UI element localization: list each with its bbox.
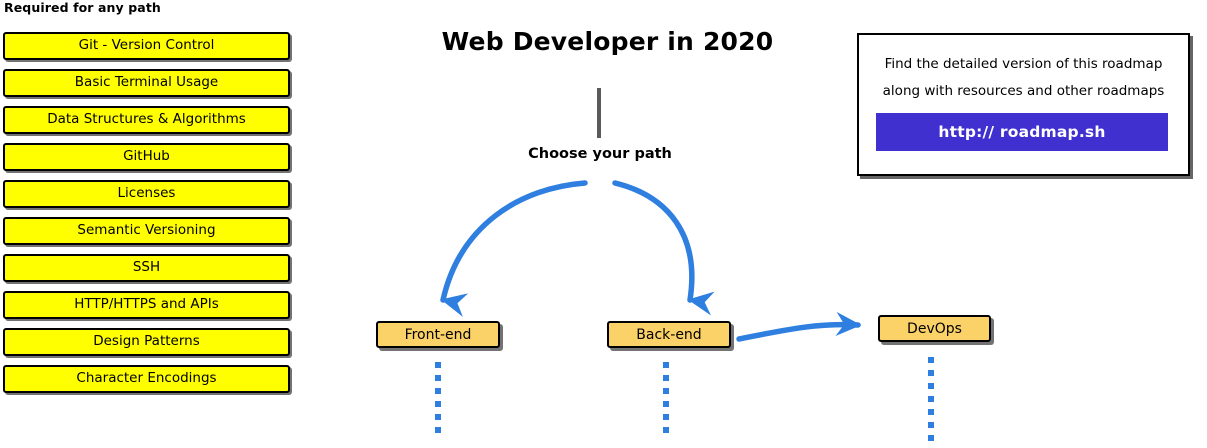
- choose-path-label: Choose your path: [528, 146, 672, 162]
- arrow-backend-to-devops: [736, 311, 862, 342]
- path-node-label: Front-end: [404, 326, 472, 343]
- dot: [928, 396, 934, 402]
- roadmap-url-button[interactable]: http:// roadmap.sh: [876, 113, 1168, 151]
- arrow-to-backend: [612, 180, 715, 316]
- roadmap-url-label: http:// roadmap.sh: [938, 123, 1106, 141]
- page-title: Web Developer in 2020: [441, 27, 774, 56]
- path-node-label: DevOps: [907, 320, 962, 337]
- dot: [928, 357, 934, 363]
- required-skill-item[interactable]: Design Patterns: [3, 328, 290, 356]
- dot: [435, 414, 441, 420]
- dot: [663, 362, 669, 368]
- required-skill-item[interactable]: Git - Version Control: [3, 32, 290, 60]
- required-skills-panel: Required for any path Git - Version Cont…: [0, 0, 300, 436]
- required-skill-item[interactable]: GitHub: [3, 143, 290, 171]
- dot: [435, 401, 441, 407]
- required-skill-label: Character Encodings: [76, 370, 217, 387]
- required-skill-item[interactable]: Data Structures & Algorithms: [3, 106, 290, 134]
- dot: [663, 388, 669, 394]
- path-node-backend[interactable]: Back-end: [607, 321, 731, 348]
- path-node-label: Back-end: [636, 326, 702, 343]
- dot: [928, 422, 934, 428]
- arrow-to-frontend: [440, 180, 588, 317]
- dot: [435, 388, 441, 394]
- required-skill-label: Basic Terminal Usage: [74, 74, 219, 91]
- dot: [435, 427, 441, 433]
- dotted-continuation-backend: [663, 362, 669, 440]
- dot: [928, 383, 934, 389]
- path-node-frontend[interactable]: Front-end: [376, 321, 500, 348]
- path-node-devops[interactable]: DevOps: [878, 315, 991, 342]
- required-skill-label: Git - Version Control: [78, 37, 215, 54]
- trunk-connector-line: [597, 88, 601, 138]
- promo-callout-box: Find the detailed version of this roadma…: [857, 33, 1190, 176]
- dot: [663, 401, 669, 407]
- required-skill-label: Semantic Versioning: [77, 222, 216, 239]
- dot: [663, 427, 669, 433]
- dot: [663, 414, 669, 420]
- required-skill-label: GitHub: [123, 148, 170, 165]
- dotted-continuation-frontend: [435, 362, 441, 440]
- required-skill-label: HTTP/HTTPS and APIs: [74, 296, 219, 313]
- dot: [928, 370, 934, 376]
- required-skill-label: Licenses: [117, 185, 176, 202]
- promo-text-line-1: Find the detailed version of this roadma…: [884, 56, 1163, 72]
- required-skill-item[interactable]: Character Encodings: [3, 365, 290, 393]
- dot: [435, 375, 441, 381]
- required-skill-item[interactable]: Licenses: [3, 180, 290, 208]
- dot: [928, 409, 934, 415]
- required-skill-item[interactable]: Basic Terminal Usage: [3, 69, 290, 97]
- required-skill-label: SSH: [132, 259, 161, 276]
- required-skills-list: Git - Version Control Basic Terminal Usa…: [3, 32, 290, 402]
- dot: [663, 375, 669, 381]
- required-skills-heading: Required for any path: [4, 0, 161, 15]
- required-skill-label: Design Patterns: [93, 333, 200, 350]
- required-skill-item[interactable]: Semantic Versioning: [3, 217, 290, 245]
- promo-text-line-2: along with resources and other roadmaps: [882, 83, 1165, 99]
- required-skill-item[interactable]: HTTP/HTTPS and APIs: [3, 291, 290, 319]
- required-skill-label: Data Structures & Algorithms: [47, 111, 246, 128]
- dot: [435, 362, 441, 368]
- required-skill-item[interactable]: SSH: [3, 254, 290, 282]
- dotted-continuation-devops: [928, 357, 934, 448]
